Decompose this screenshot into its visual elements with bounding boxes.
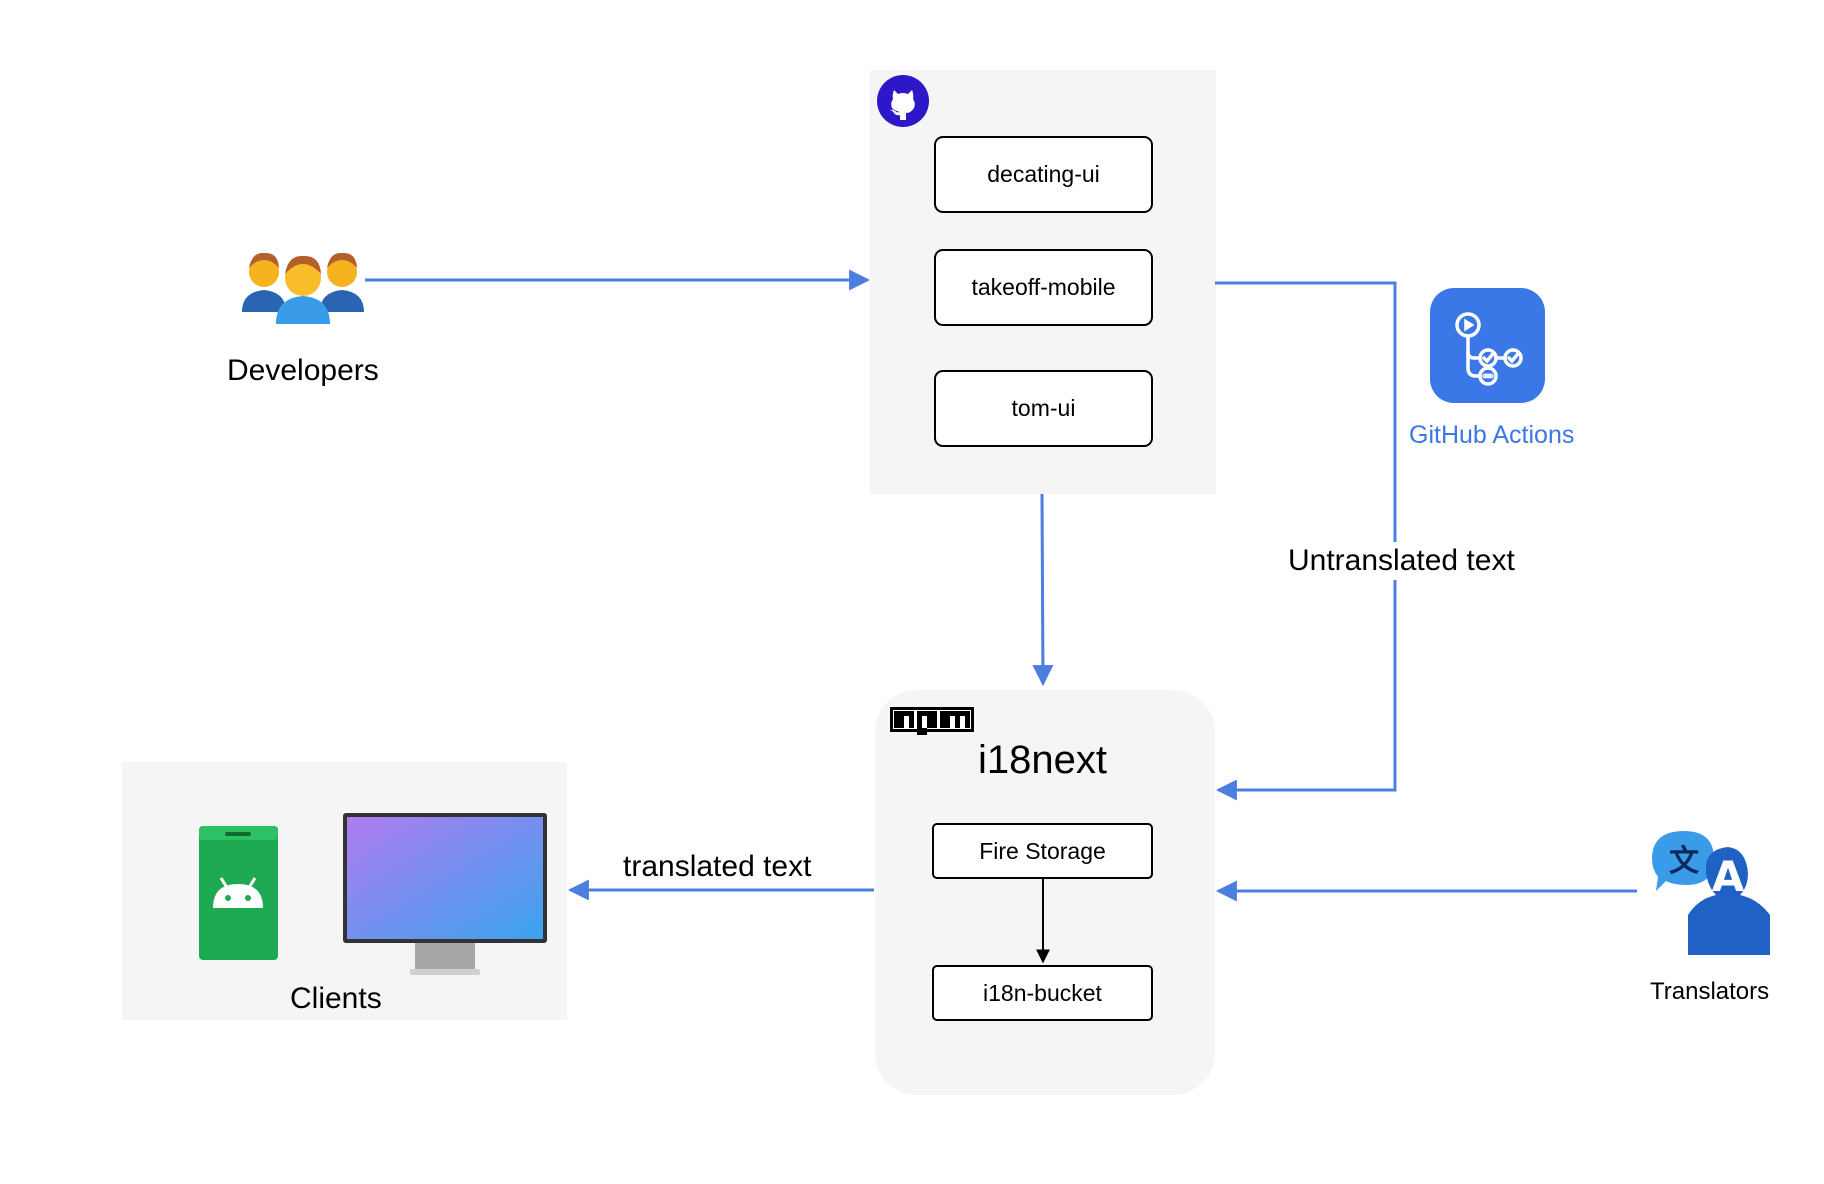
developers-icon — [242, 252, 364, 324]
github-actions-icon — [1430, 288, 1545, 403]
github-actions-label: GitHub Actions — [1409, 421, 1575, 449]
fire-storage-box: Fire Storage — [932, 823, 1153, 879]
android-phone-icon — [199, 826, 278, 960]
npm-icon — [890, 707, 974, 735]
i18n-bucket-box: i18n-bucket — [932, 965, 1153, 1021]
repo-tom-ui: tom-ui — [934, 370, 1153, 447]
repo-decating-ui: decating-ui — [934, 136, 1153, 213]
repo-label: tom-ui — [1011, 395, 1076, 421]
repo-takeoff-mobile: takeoff-mobile — [934, 249, 1153, 326]
fire-storage-label: Fire Storage — [979, 837, 1106, 864]
github-icon — [877, 75, 929, 127]
repos-to-i18next-arrow — [1032, 493, 1054, 687]
repo-label: decating-ui — [987, 161, 1100, 187]
desktop-monitor-icon — [343, 813, 547, 975]
github-actions-untranslated-arrow — [1215, 281, 1397, 801]
repo-label: takeoff-mobile — [971, 274, 1116, 300]
translators-label: Translators — [1650, 978, 1770, 1005]
i18next-panel — [875, 690, 1215, 1095]
svg-text:A: A — [1712, 852, 1745, 901]
developers-label: Developers — [227, 354, 379, 387]
translated-text-label: translated text — [623, 850, 812, 883]
untranslated-text-label: Untranslated text — [1282, 542, 1521, 580]
svg-text:文: 文 — [1669, 844, 1699, 879]
translators-icon: A 文 — [1652, 831, 1770, 955]
clients-label: Clients — [290, 982, 382, 1015]
i18n-bucket-label: i18n-bucket — [983, 979, 1102, 1006]
i18next-title: i18next — [978, 738, 1107, 782]
